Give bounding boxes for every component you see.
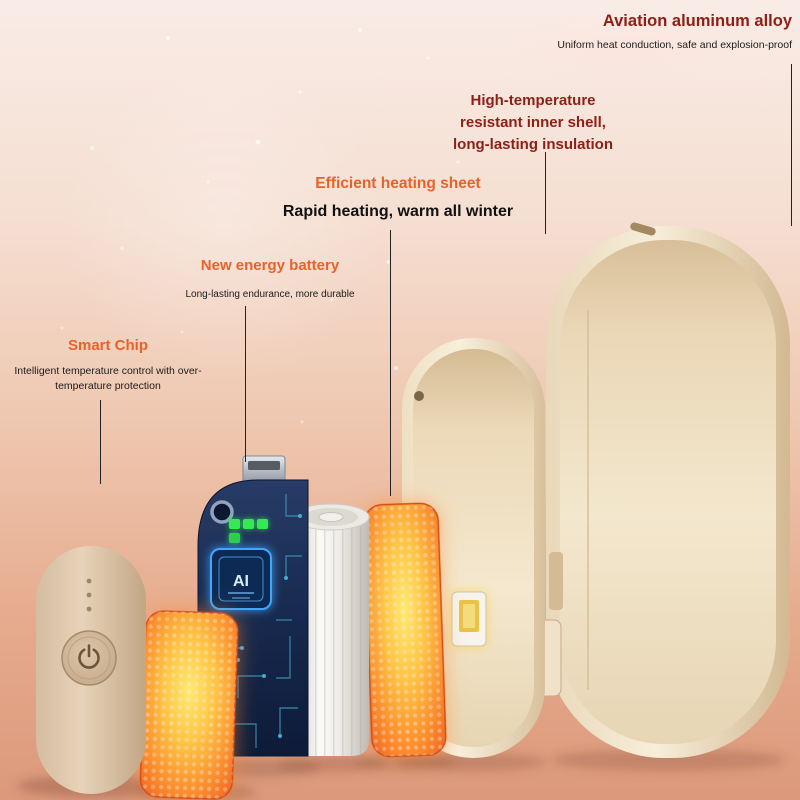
connector-line-aluminum — [791, 64, 792, 226]
inner-shell-hole — [414, 391, 424, 401]
annotation-inner-shell: High-temperature resistant inner shell, … — [444, 90, 622, 155]
power-icon — [78, 644, 100, 669]
battery-subtitle: Long-lasting endurance, more durable — [185, 289, 355, 300]
inner-shell-title: High-temperature resistant inner shell, … — [453, 92, 613, 153]
shell-side-recess — [549, 552, 563, 610]
front-case — [36, 546, 146, 794]
connector-line-inner-shell — [545, 152, 546, 234]
connector-line-heating-sheet — [390, 230, 391, 496]
annotation-aluminum-alloy: Aviation aluminum alloy Uniform heat con… — [552, 12, 792, 53]
shell-top-slot — [630, 222, 656, 236]
heating-sheet-tagline: Rapid heating, warm all winter — [282, 203, 514, 220]
smart-chip-title: Smart Chip — [67, 337, 148, 354]
battery-cell — [292, 503, 370, 756]
battery-level-leds — [229, 519, 268, 543]
connector-line-battery — [245, 306, 246, 462]
heating-sheet-left — [139, 610, 239, 800]
connector-line-smart-chip — [100, 400, 101, 484]
smart-chip-subtitle: Intelligent temperature control with ove… — [14, 365, 202, 392]
ai-chip-label: AI — [233, 573, 249, 590]
annotation-heating-sheet: Efficient heating sheet Rapid heating, w… — [283, 175, 513, 221]
power-button — [61, 630, 117, 686]
usb-port — [451, 591, 487, 647]
annotation-battery: New energy battery Long-lasting enduranc… — [186, 257, 355, 302]
heating-sheet-title: Efficient heating sheet — [315, 175, 481, 192]
indicator-dots — [86, 578, 92, 612]
aluminum-subtitle: Uniform heat conduction, safe and explos… — [557, 39, 792, 51]
aluminum-title: Aviation aluminum alloy — [602, 12, 792, 30]
sparkle-dots — [60, 28, 522, 424]
annotation-smart-chip: Smart Chip Intelligent temperature contr… — [2, 337, 214, 393]
battery-title: New energy battery — [200, 257, 340, 274]
ai-chip: AI — [210, 548, 272, 610]
heating-sheet-right — [363, 502, 447, 758]
outer-shell — [532, 222, 790, 758]
board-hole-ring — [210, 500, 234, 524]
usb-connector — [242, 455, 286, 485]
